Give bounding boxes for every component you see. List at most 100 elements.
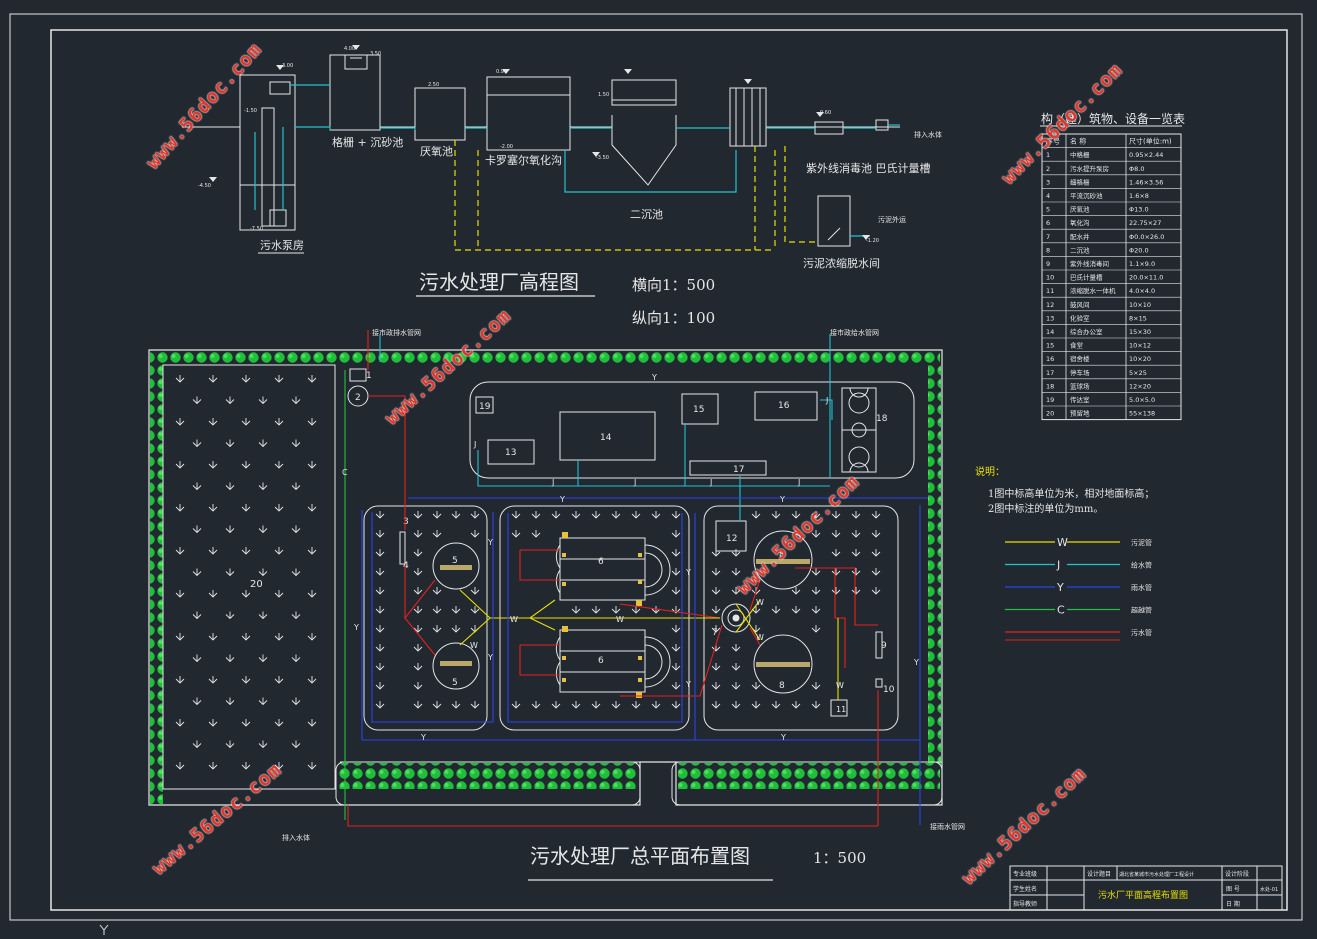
ucs-icon: [99, 924, 109, 936]
table-header-cell: 序号: [1046, 137, 1060, 146]
tb-class-label: 专业班级: [1013, 870, 1037, 878]
table-cell: 预留地: [1070, 409, 1090, 418]
elev-value: 2.50: [428, 82, 439, 88]
reserved-land: [162, 364, 336, 790]
table-cell: 13: [1046, 314, 1054, 322]
svg-text:5: 5: [452, 678, 458, 688]
legend-letter: J: [1056, 559, 1060, 572]
sludge-room-label: 污泥浓缩脱水间: [803, 256, 880, 270]
elevation-values: 3.00 -4.50 -7.50 -1.50 4.00 3.50 2.50 0.…: [198, 46, 879, 244]
elev-value: -3.50: [596, 155, 609, 161]
table-cell: Φ20.0: [1129, 246, 1149, 254]
notes-heading: 说明：: [975, 465, 1005, 478]
elev-value: 1.50: [598, 92, 609, 98]
table-cell: 12: [1046, 301, 1054, 309]
table-cell: 4: [1046, 192, 1050, 200]
table-cell: 4.0×4.0: [1129, 287, 1155, 295]
table-cell: 篮球场: [1070, 381, 1090, 390]
table-cell: 11: [1046, 287, 1054, 295]
table-cell: 17: [1046, 369, 1054, 377]
svg-text:Y: Y: [779, 495, 785, 504]
table-cell: 巴氏计量槽: [1070, 273, 1103, 282]
table-cell: Φ0.0×26.0: [1129, 233, 1164, 241]
svg-text:Y: Y: [420, 733, 426, 742]
building-14: [559, 411, 656, 461]
tb-dwgno-label: 图 号: [1226, 886, 1240, 893]
table-cell: 食堂: [1070, 341, 1084, 350]
elev-value: 0.90: [496, 69, 507, 75]
table-cell: 20: [1046, 410, 1054, 418]
table-cell: 传达室: [1070, 395, 1090, 404]
table-cell: 20.0×11.0: [1129, 274, 1163, 282]
svg-text:12: 12: [726, 534, 737, 544]
table-cell: 配水井: [1070, 232, 1090, 241]
inner-frame: [50, 29, 1288, 911]
table-cell: 5: [1046, 206, 1050, 214]
table-cell: 1.1×9.0: [1129, 260, 1155, 268]
tb-dwgno: 水处-01: [1260, 886, 1278, 893]
oxidation-ditches: [555, 537, 671, 693]
svg-text:J: J: [825, 396, 828, 405]
elevation-scale-v: 纵向1：100: [632, 309, 715, 327]
elevation-labels: 污水泵房 格栅 + 沉砂池 厌氧池 卡罗塞尔氧化沟 二沉池 紫外线消毒池 巴氏计…: [260, 130, 942, 270]
table-cell: Φ13.0: [1129, 206, 1149, 214]
table-cell: 19: [1046, 396, 1054, 404]
tb-stage-label: 设计阶段: [1225, 870, 1249, 878]
building-17: [689, 460, 767, 476]
table-cell: 10×10: [1129, 301, 1151, 309]
legend-label: 雨水管: [1131, 583, 1152, 592]
legend-label: 污泥管: [1131, 538, 1152, 547]
table-cell: 12×20: [1129, 382, 1151, 390]
elev-value: 3.00: [282, 63, 293, 69]
svg-text:10: 10: [883, 685, 895, 695]
svg-text:8: 8: [779, 681, 785, 691]
legend-letter: W: [1057, 536, 1068, 549]
table-cell: 18: [1046, 382, 1054, 390]
svg-text:W: W: [756, 598, 764, 607]
table-cell: 二沉池: [1070, 245, 1090, 254]
building-15: [681, 393, 719, 425]
feed-top-left: 接市政排水管网: [372, 328, 421, 337]
grass-symbols-reserved: [175, 375, 317, 770]
table-cell: 10: [1046, 274, 1054, 282]
out-bottom-right: 接雨水管网: [930, 822, 965, 831]
svg-text:Y: Y: [487, 653, 493, 662]
svg-text:11: 11: [836, 705, 846, 714]
table-cell: 宿舍楼: [1070, 354, 1090, 363]
anaerobic-label: 厌氧池: [420, 144, 453, 158]
svg-text:Y: Y: [913, 658, 919, 667]
table-cell: 8×15: [1129, 314, 1147, 322]
feed-top-right: 接市政给水管网: [830, 328, 879, 337]
carrousel-label: 卡罗塞尔氧化沟: [485, 153, 562, 167]
svg-text:7: 7: [712, 628, 718, 638]
table-cell: 鼓风间: [1070, 300, 1090, 309]
svg-text:3: 3: [403, 517, 409, 527]
table-cell: 氧化沟: [1070, 218, 1090, 227]
svg-text:13: 13: [505, 448, 516, 458]
svg-text:9: 9: [881, 641, 887, 651]
uv-parshall-label: 紫外线消毒池 巴氏计量槽: [806, 161, 931, 175]
notes-line2: 2图中标注的单位为mm。: [988, 502, 1103, 515]
building-12: [715, 520, 747, 552]
table-cell: 15×30: [1129, 328, 1151, 336]
svg-text:W: W: [756, 633, 764, 642]
legend-label: 给水管: [1131, 561, 1152, 570]
secondary-label: 二沉池: [630, 208, 663, 221]
table-cell: 厌氧池: [1070, 205, 1090, 214]
sludge-out-label: 污泥外运: [878, 215, 906, 224]
svg-text:Y: Y: [559, 495, 565, 504]
svg-text:5: 5: [452, 556, 458, 566]
table-cell: 15: [1046, 342, 1054, 350]
building-13: [487, 439, 535, 465]
out-bottom-left: 排入水体: [282, 833, 310, 842]
svg-text:J: J: [797, 478, 800, 487]
table-cell: 污水提升泵房: [1070, 164, 1109, 173]
table-cell: 1.6×8: [1129, 192, 1149, 200]
table-cell: 化验室: [1070, 313, 1090, 322]
svg-text:6: 6: [598, 557, 604, 567]
office-area: [469, 381, 915, 479]
discharge-label: 排入水体: [914, 130, 942, 139]
table-cell: 1.46×3.56: [1129, 178, 1163, 186]
